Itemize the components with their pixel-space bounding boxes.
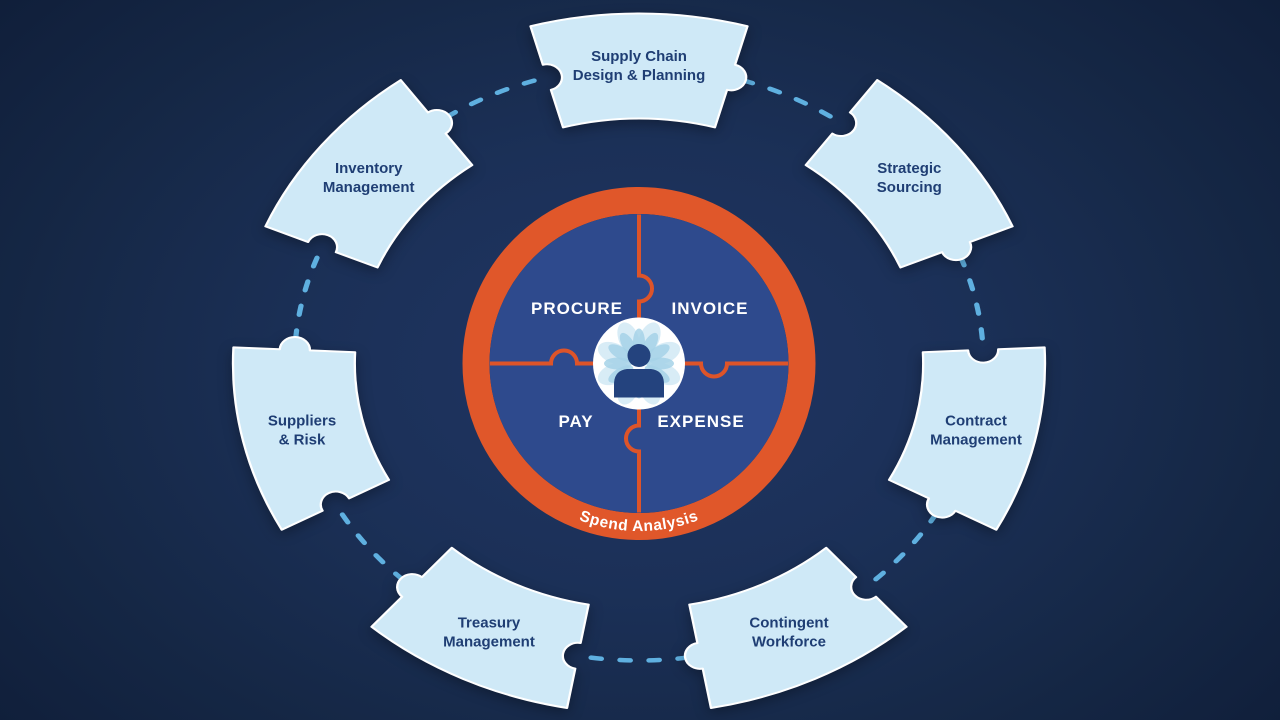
petal [608,344,634,362]
dashed-connector [339,511,406,583]
segment-label-suppliers-risk: Suppliers& Risk [268,412,336,448]
spend-analysis-ring [462,187,816,540]
quadrant-label-invoice: INVOICE [672,299,749,318]
quadrant-divider [637,214,654,346]
segment-supply-chain-design-planning [529,12,749,129]
quadrant-label-expense: EXPENSE [657,412,744,431]
segment-treasury-management [370,546,590,709]
person-rosette-icon [593,317,685,410]
quadrant-label-pay: PAY [558,412,593,431]
petal [644,344,670,362]
quadrant-divider [657,361,788,379]
segment-contingent-workforce [683,546,908,709]
segment-strategic-sourcing [804,79,1014,269]
quadrant-label-procure: PROCURE [531,299,623,318]
dashed-connector [872,511,939,583]
person-shoulders [614,369,664,398]
dashed-connector [444,78,539,120]
connector-layer [292,78,986,663]
person-head [627,344,651,367]
segment-contract-management [887,346,1047,531]
dashed-connector [587,655,691,663]
quadrant-divider [624,381,641,513]
quadrant-divider [490,348,621,366]
dashed-connector [957,254,986,342]
segment-inventory-management [264,79,474,269]
dashed-connector [739,78,834,120]
dashed-connector [292,254,321,342]
outer-ring-layer [231,12,1047,709]
segment-suppliers-risk [231,336,391,531]
